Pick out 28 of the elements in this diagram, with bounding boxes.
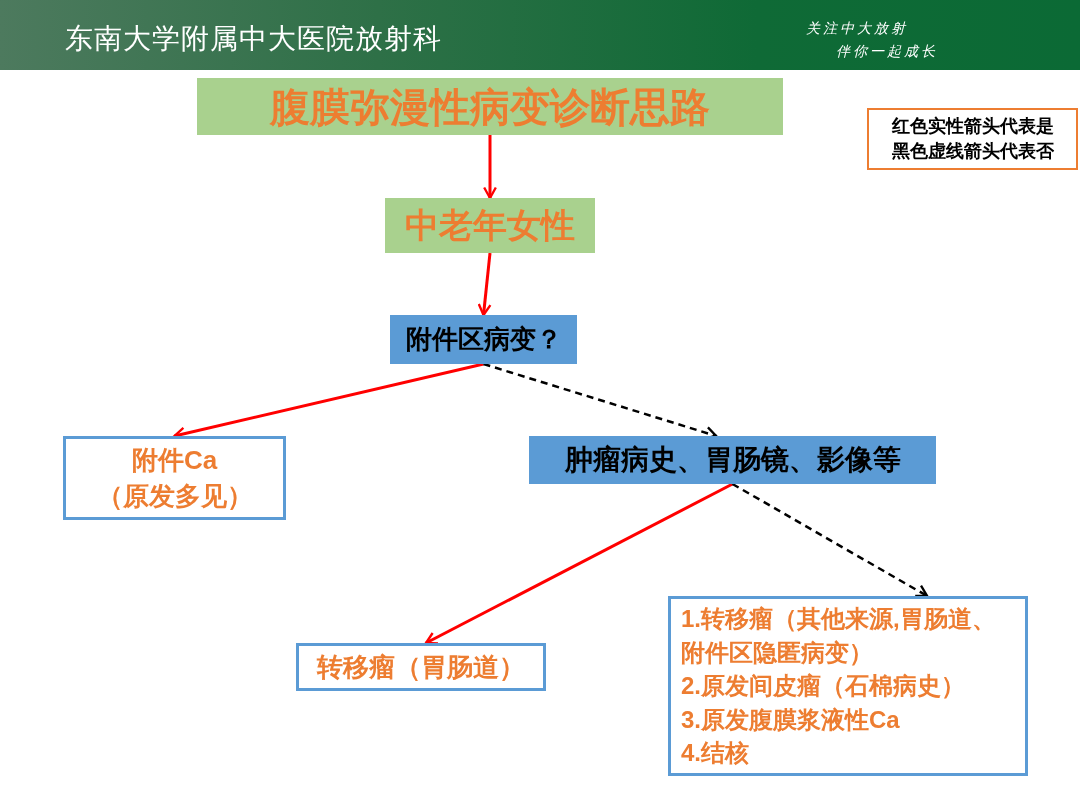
arrow <box>483 135 497 200</box>
process-box <box>385 198 595 253</box>
result-box <box>296 643 546 691</box>
process-box <box>529 436 936 484</box>
list-item-text: 3.原发腹膜浆液性Ca <box>681 704 900 735</box>
node-text: 肿瘤病史、胃肠镜、影像等 <box>564 443 901 478</box>
title-band <box>197 78 783 135</box>
list-item-text: 1.转移瘤（其他来源,胃肠道、附件区隐匿病变） <box>681 604 997 668</box>
arrow <box>424 482 734 645</box>
arrow <box>477 252 492 317</box>
note-text: 黑色虚线箭头代表否 <box>891 140 1054 163</box>
node-text: 附件Ca <box>131 443 218 477</box>
slogan-text: 关注中大放射 <box>806 20 908 37</box>
list-item-text: 4.结核 <box>681 738 749 769</box>
header-title: 东南大学附属中大医院放射科 <box>65 22 442 56</box>
result-box <box>668 596 1028 776</box>
result-box <box>63 436 286 520</box>
slogan-text: 伴你一起成长 <box>836 43 938 60</box>
arrow <box>731 482 929 598</box>
node-text: 附件区病变？ <box>405 323 562 357</box>
list-item-text: 2.原发间皮瘤（石棉病史） <box>681 671 965 702</box>
node-text: 转移瘤（胃肠道） <box>317 650 525 684</box>
note-box <box>867 108 1078 170</box>
decision-box <box>390 315 577 364</box>
note-text: 红色实性箭头代表是 <box>891 114 1054 138</box>
title-text: 腹膜弥漫性病变诊断思路 <box>270 83 710 131</box>
node-text: 中老年女性 <box>405 204 575 246</box>
node-text: （原发多见） <box>96 480 253 513</box>
